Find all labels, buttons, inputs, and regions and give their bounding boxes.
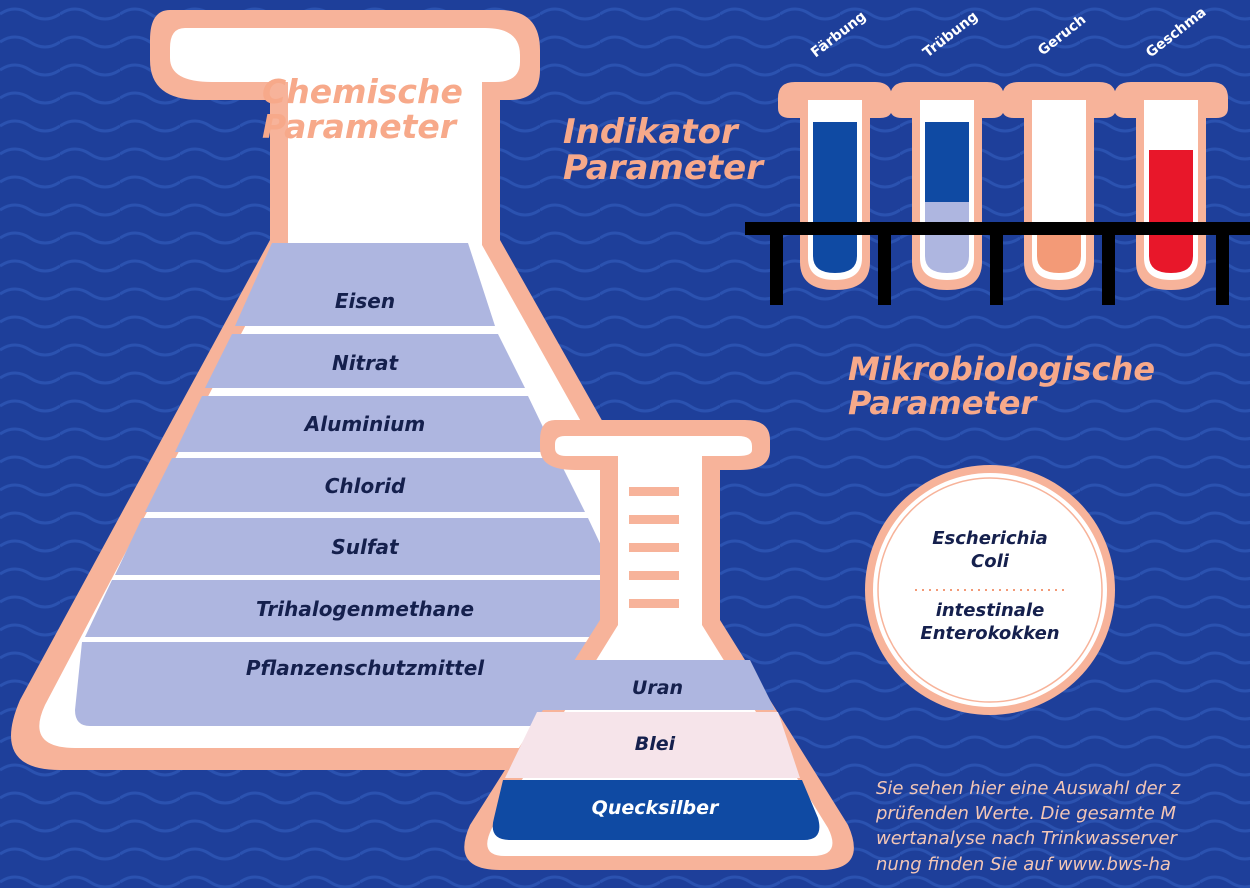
measure-mark [629,543,679,552]
measure-mark [629,571,679,580]
mikro-item2-line1: intestinale [935,600,1045,621]
mikro-item2-line2: Enterokokken [920,622,1060,644]
band-label-uran: Uran [631,677,684,699]
mikro-title-line1: Mikrobiologische [848,350,1156,388]
measure-mark [629,515,679,524]
indikator-title-line1: Indikator [563,112,738,152]
band-label-aluminium: Aluminium [304,412,426,436]
tube-fill-geschmack [1149,150,1193,273]
band-label-sulfat: Sulfat [331,535,399,559]
band-label-nitrat: Nitrat [331,351,399,375]
chemische-title: Chemische Parameter [262,72,463,146]
band-uran [540,660,775,710]
band-label-eisen: Eisen [334,289,396,313]
band-aluminium [175,396,555,452]
band-blei [505,712,800,778]
band-label-quecksilber: Quecksilber [591,797,719,819]
band-sulfat [115,518,615,575]
tube-fill-truebung [925,202,969,273]
band-label-chlorid: Chlorid [324,474,406,498]
band-chlorid [145,458,585,512]
info-note: Sie sehen hier eine Auswahl der z prüfen… [876,776,1250,886]
band-trihalogenmethane [85,580,645,637]
band-quecksilber [492,780,820,840]
test-tubes [778,82,1228,290]
tube-fill-geruch [1037,230,1081,273]
mikro-title: Mikrobiologische Parameter [848,350,1156,422]
band-label-pflanzenschutzmittel: Pflanzenschutzmittel [245,656,485,680]
measure-mark [629,487,679,496]
indikator-title-line2: Parameter [563,147,763,188]
info-note-line3: wertanalyse nach Trinkwasserver [876,828,1177,850]
mikro-title-line2: Parameter [848,383,1037,422]
tube-fill-faerbung [813,122,857,273]
info-note-line2: prüfenden Werte. Die gesamte M [876,803,1177,825]
mikro-item1-line2: Coli [971,550,1009,572]
band-label-trihalogenmethane: Trihalogenmethane [255,597,475,621]
small-flask [464,420,854,870]
band-label-blei: Blei [634,733,676,755]
mikro-circle [865,465,1115,715]
band-eisen [235,243,495,326]
test-tube-rack [745,222,1250,305]
mikro-item-ecoli: Escherichia Coli [890,528,1090,573]
band-nitrat [205,334,525,388]
chemische-title-line1: Chemische [262,72,463,111]
indikator-title: Indikator Parameter [563,112,763,188]
large-flask [11,10,769,770]
chemische-title-line2: Parameter [262,106,457,146]
measure-mark [629,599,679,608]
info-note-line1: Sie sehen hier eine Auswahl der z [876,778,1181,799]
mikro-item-enterokokken: intestinale Enterokokken [890,600,1090,645]
info-note-line4: nung finden Sie auf www.bws-ha [876,853,1171,875]
mikro-item1-line1: Escherichia [932,528,1048,549]
